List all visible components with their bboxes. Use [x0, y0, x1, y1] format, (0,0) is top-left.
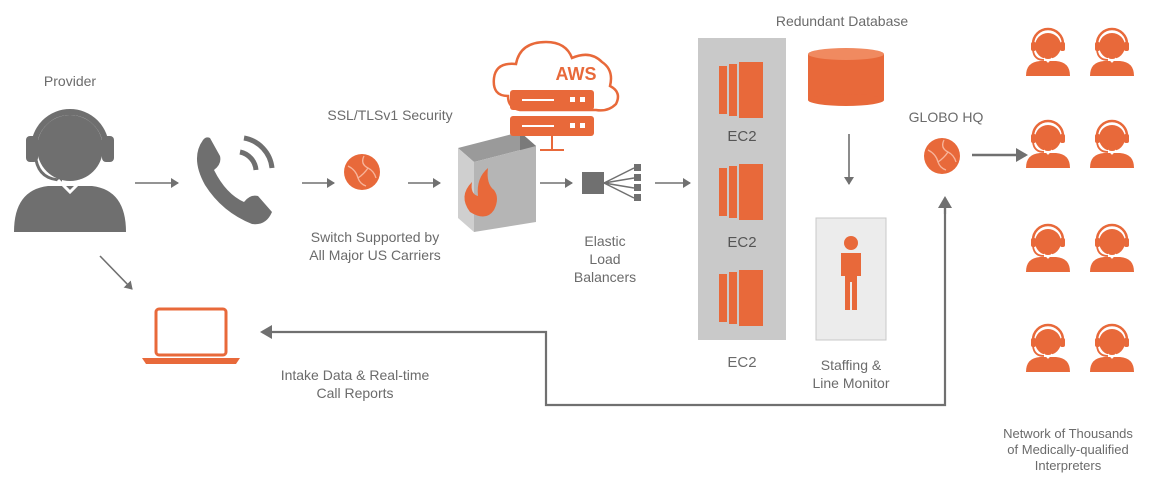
provider-label: Provider: [43, 73, 97, 89]
network-label-line1: Network of Thousands: [1003, 426, 1133, 441]
globo-hq-icon: [923, 137, 961, 175]
phone-icon: [196, 135, 275, 225]
ec2-label-3: EC2: [727, 354, 757, 371]
ec2-instance-icon: [719, 164, 763, 220]
intake-label-line1: Intake Data & Real-time: [280, 367, 430, 383]
aws-cloud-icon: [492, 40, 620, 151]
elb-label-line3: Balancers: [573, 269, 637, 285]
globo-hq-label: GLOBO HQ: [908, 109, 984, 125]
intake-label-line2: Call Reports: [316, 385, 394, 401]
elb-label-line2: Load: [589, 251, 621, 267]
ec2-label-1: EC2: [727, 128, 757, 145]
elb-label-line1: Elastic: [584, 233, 626, 249]
security-globe-icon: [343, 153, 381, 191]
database-icon: [808, 48, 884, 106]
provider-icon: [14, 109, 126, 232]
load-balancer-icon: [582, 164, 641, 201]
laptop-icon: [142, 307, 240, 364]
interpreter-icon-grid: [1024, 27, 1136, 374]
staffing-label-line1: Staffing &: [820, 357, 882, 373]
staffing-label-line2: Line Monitor: [812, 375, 890, 391]
network-label-line2: of Medically-qualified: [1007, 442, 1129, 457]
switch-label-line2: All Major US Carriers: [309, 247, 441, 263]
ec2-instance-icon: [719, 270, 763, 326]
switch-label-line1: Switch Supported by: [310, 229, 440, 245]
ec2-instance-icon: [719, 62, 763, 118]
network-label-line3: Interpreters: [1034, 458, 1102, 473]
firewall-icon: [458, 132, 536, 232]
ssl-label: SSL/TLSv1 Security: [327, 107, 453, 123]
aws-label: AWS: [555, 64, 596, 84]
ec2-label-2: EC2: [727, 234, 757, 251]
redundant-database-label: Redundant Database: [775, 13, 909, 29]
staffing-monitor-icon: [815, 217, 887, 341]
